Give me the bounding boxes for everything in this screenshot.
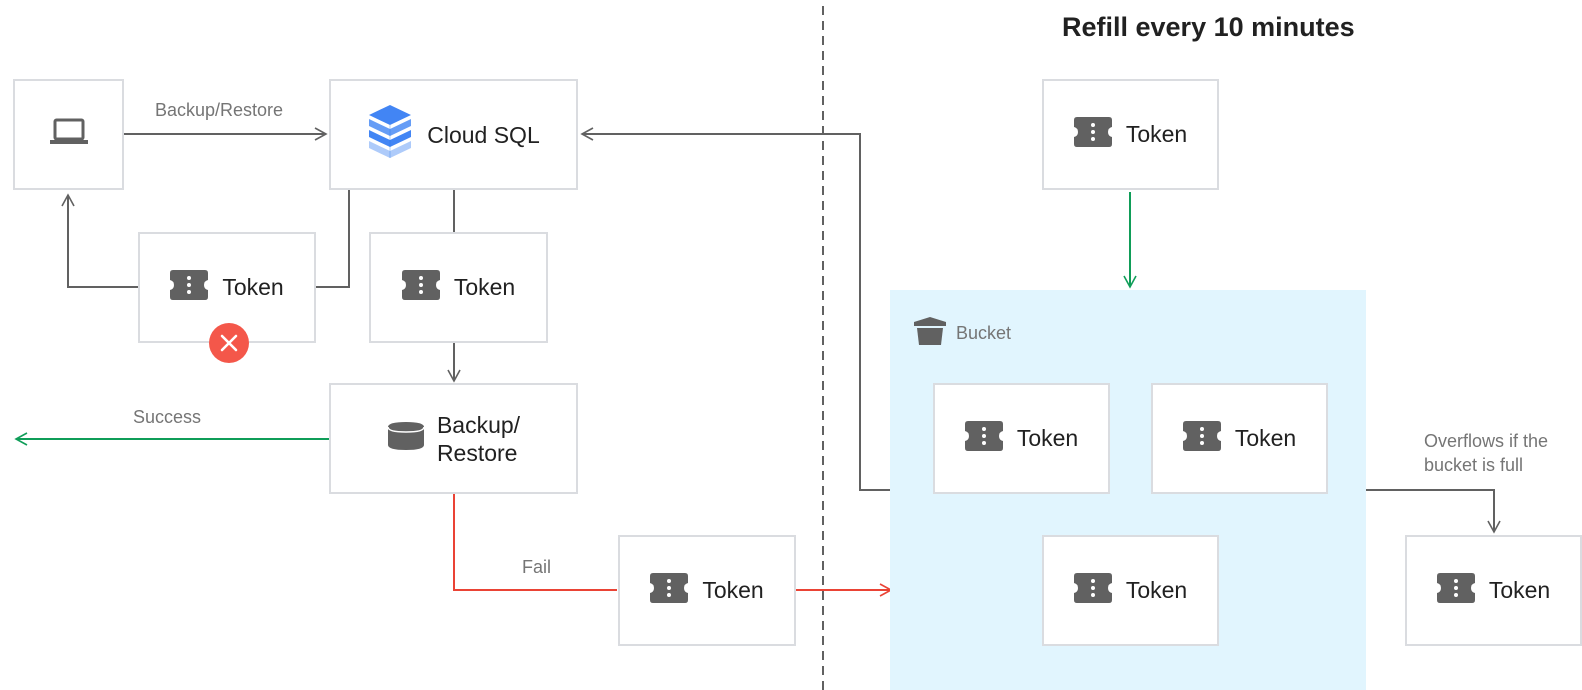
bucket-label: Bucket <box>956 323 1012 343</box>
token-bucket-2: Token <box>1151 383 1328 494</box>
ticket-icon <box>1073 573 1112 608</box>
token-middle-node: Token <box>369 232 548 343</box>
label-backup-restore: Backup/Restore <box>155 100 284 120</box>
edge-cloudsql-laptop <box>316 190 350 288</box>
backup-restore-node: Backup/ Restore <box>329 383 578 494</box>
token-overflow-node: Token <box>1405 535 1582 646</box>
edge-token-laptop <box>61 193 138 288</box>
cloud-sql-node: Cloud SQL <box>329 79 578 190</box>
ticket-icon <box>401 270 440 305</box>
diagram-title: Refill every 10 minutes <box>1062 12 1355 42</box>
cloud-sql-label: Cloud SQL <box>427 121 540 148</box>
token-label: Token <box>453 274 516 300</box>
token-bucket-3: Token <box>1042 535 1219 646</box>
laptop-node <box>13 79 124 190</box>
ticket-icon <box>1182 421 1221 456</box>
edge-overflow <box>1366 489 1501 534</box>
token-refill-node: Token <box>1042 79 1219 190</box>
token-label: Token <box>1125 121 1188 147</box>
token-fail-node: Token <box>618 535 796 646</box>
label-overflow-2: bucket is full <box>1424 455 1524 475</box>
backup-restore-label-line1: Backup/ <box>436 411 521 438</box>
laptop-icon <box>49 118 88 151</box>
label-fail: Fail <box>522 557 552 577</box>
bucket-header: Bucket <box>912 316 1011 351</box>
database-icon <box>387 422 425 455</box>
token-label: Token <box>222 274 284 300</box>
backup-restore-label: Backup/ Restore <box>437 411 520 467</box>
ticket-icon <box>650 573 689 608</box>
cloud-sql-icon <box>367 103 413 166</box>
error-icon <box>209 323 249 363</box>
token-label: Token <box>1234 425 1297 451</box>
bucket-icon <box>912 316 948 351</box>
ticket-icon <box>1073 117 1112 152</box>
edge-fail <box>453 493 617 591</box>
ticket-icon <box>964 421 1003 456</box>
token-label: Token <box>702 577 764 603</box>
ticket-icon <box>170 270 209 305</box>
ticket-icon <box>1436 573 1475 608</box>
token-label: Token <box>1016 425 1079 451</box>
backup-restore-label-line2: Restore <box>436 439 518 466</box>
edge-bucket-cloudsql <box>580 127 891 491</box>
token-label: Token <box>1125 577 1188 603</box>
label-success: Success <box>133 407 202 427</box>
label-overflow-1: Overflows if the <box>1424 431 1549 451</box>
token-bucket-1: Token <box>933 383 1110 494</box>
token-label: Token <box>1488 577 1551 603</box>
